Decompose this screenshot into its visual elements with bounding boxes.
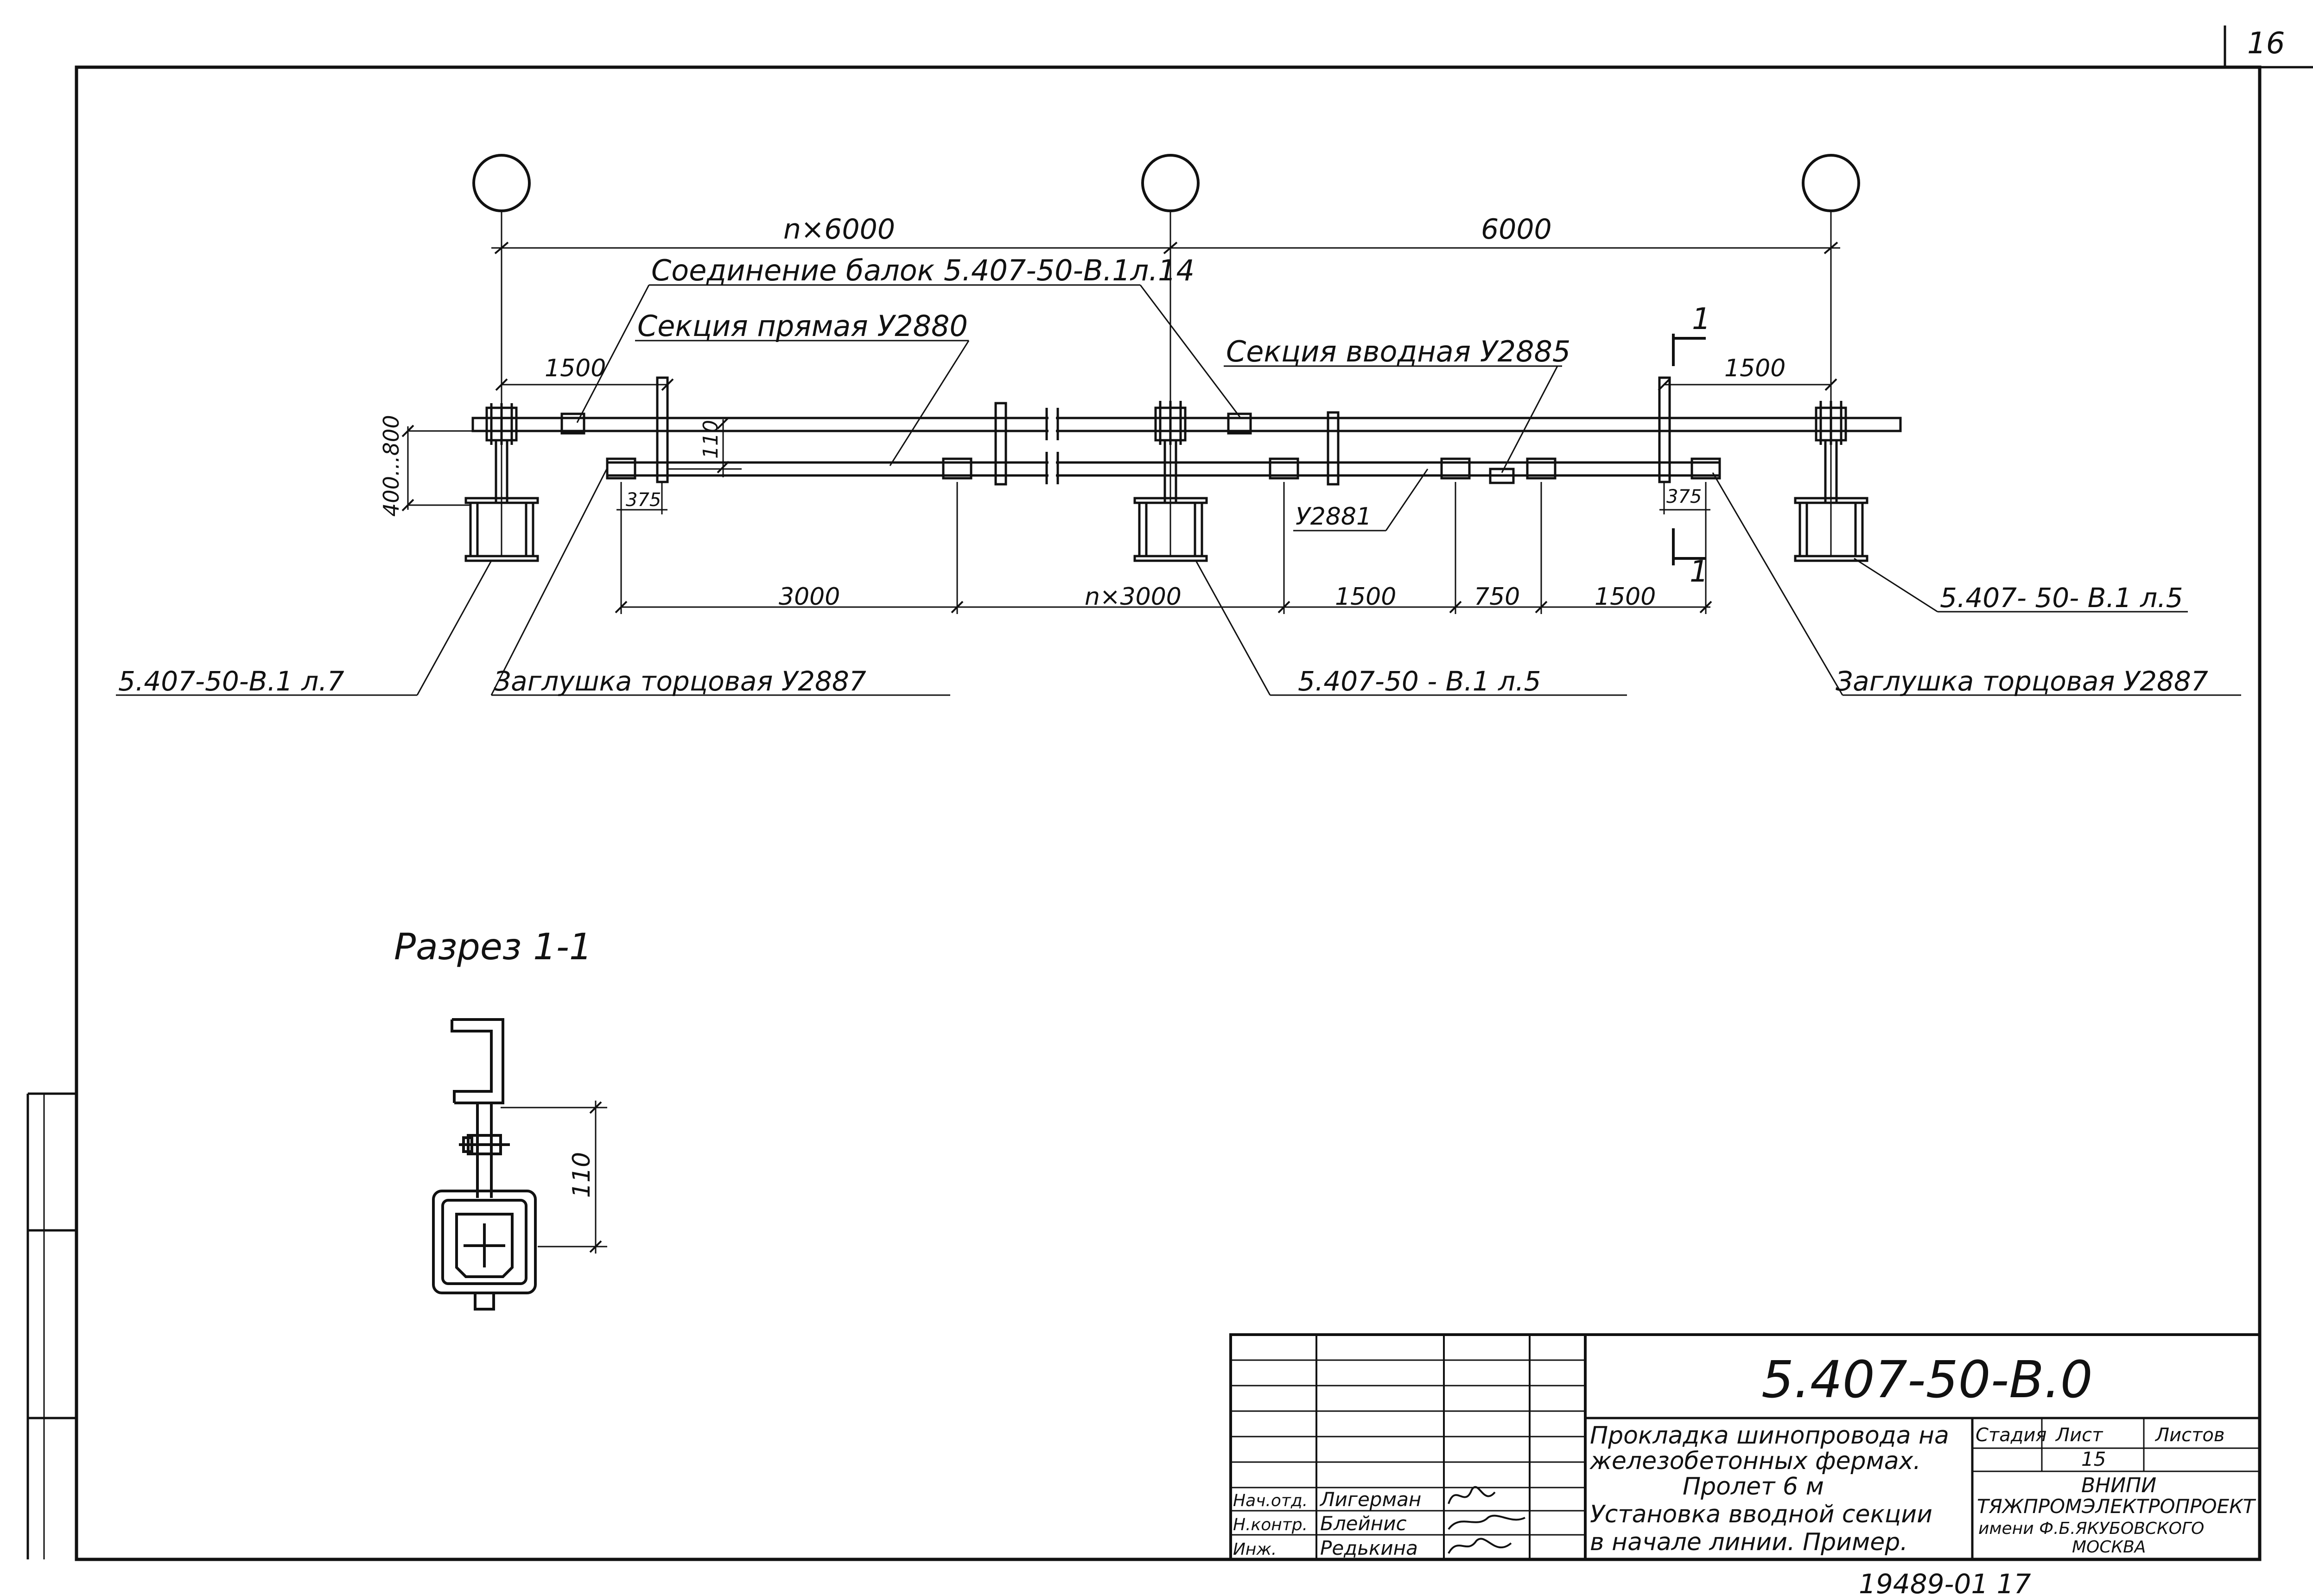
dim-375-left: 375 (626, 489, 661, 511)
bus-joint (1690, 457, 1721, 480)
dim-n3000: n×3000 (1085, 583, 1182, 611)
bus-joint (1269, 457, 1299, 480)
column-circle (472, 154, 531, 212)
role-2: Н.контр. (1233, 1515, 1308, 1534)
beam-joint (560, 412, 585, 435)
title-line-2: железобетонных фермах. (1589, 1447, 1921, 1475)
dim-375-right: 375 (1666, 486, 1702, 507)
plan-view: n×6000 6000 (116, 154, 2241, 697)
name-2: Блейнис (1320, 1512, 1407, 1535)
bus-joint (1440, 457, 1471, 480)
label-u2881: У2881 (1296, 503, 1372, 531)
label-ref-right: 5.407- 50- В.1 л.5 (1940, 582, 2183, 614)
dim-1500-b1: 1500 (1335, 583, 1396, 611)
title-line-3: Пролет 6 м (1683, 1473, 1824, 1501)
cut-mark-bottom: 1 (1690, 555, 1709, 589)
role-3: Инж. (1233, 1540, 1277, 1559)
sheet-label: Лист (2055, 1425, 2103, 1446)
dim-400-800: 400...800 (379, 415, 404, 517)
dim-750: 750 (1474, 583, 1520, 611)
sheet-number: 15 (2081, 1448, 2106, 1470)
sheets-label: Листов (2154, 1425, 2224, 1446)
title-line-4: Установка вводной секции (1590, 1501, 1932, 1528)
title-line-1: Прокладка шинопровода на (1590, 1422, 1949, 1450)
label-sekciya-vvodnaya: Секция вводная У2885 (1226, 335, 1570, 368)
dim-3000: 3000 (779, 583, 840, 611)
column-circle (1802, 154, 1860, 212)
dim-1500-right: 1500 (1724, 355, 1786, 382)
label-zaglushka-right: Заглушка торцовая У2887 (1836, 665, 2208, 697)
section-dim-110: 110 (568, 1152, 596, 1198)
dim-6000: 6000 (1481, 213, 1552, 246)
org-line-3: имени Ф.Б.ЯКУБОВСКОГО (1978, 1519, 2204, 1538)
dim-n6000: n×6000 (783, 213, 895, 246)
org-line-1: ВНИПИ (2081, 1474, 2156, 1497)
bus-joint (1526, 457, 1557, 480)
label-ref-center: 5.407-50 - В.1 л.5 (1298, 665, 1541, 697)
sheet-frame (75, 65, 2262, 1561)
bottom-stamp: 19489-01 17 (1859, 1568, 2031, 1596)
title-block: 5.407-50-В.0 Прокладка шинопровода на же… (1229, 1333, 2261, 1561)
sheet-corner-number: 16 (2247, 26, 2285, 61)
dim-1500-left: 1500 (545, 355, 606, 382)
column-circle (1141, 154, 1200, 212)
feed-box (1489, 468, 1515, 484)
org-line-2: ТЯЖПРОМЭЛЕКТРОПРОЕКТ (1977, 1495, 2256, 1518)
role-1: Нач.отд. (1233, 1491, 1308, 1510)
busbar-lower (606, 461, 1721, 477)
dim-110: 110 (699, 420, 723, 459)
org-line-4: МОСКВА (2072, 1538, 2146, 1557)
bus-joint (942, 457, 972, 480)
label-zaglushka-left: Заглушка торцовая У2887 (494, 665, 866, 697)
label-soedinenie: Соединение балок 5.407-50-В.1л.14 (651, 253, 1195, 287)
name-3: Редькина (1320, 1537, 1418, 1559)
section-view: Разрез 1-1 110 (394, 926, 607, 1311)
label-ref-left: 5.407-50-В.1 л.7 (118, 665, 344, 697)
stage-label: Стадия (1976, 1425, 2046, 1446)
title-line-5: в начале линии. Пример. (1590, 1528, 1908, 1556)
cut-mark-top: 1 (1692, 302, 1711, 336)
signatures (1448, 1486, 1525, 1554)
label-sekciya-pryamaya: Секция прямая У2880 (637, 309, 968, 343)
section-title: Разрез 1-1 (394, 926, 592, 968)
beam-upper (471, 417, 1902, 432)
name-1: Лигерман (1319, 1488, 1421, 1511)
dim-1500-b2: 1500 (1595, 583, 1656, 611)
doc-code: 5.407-50-В.0 (1761, 1350, 2093, 1409)
beam-joint (1227, 412, 1252, 435)
